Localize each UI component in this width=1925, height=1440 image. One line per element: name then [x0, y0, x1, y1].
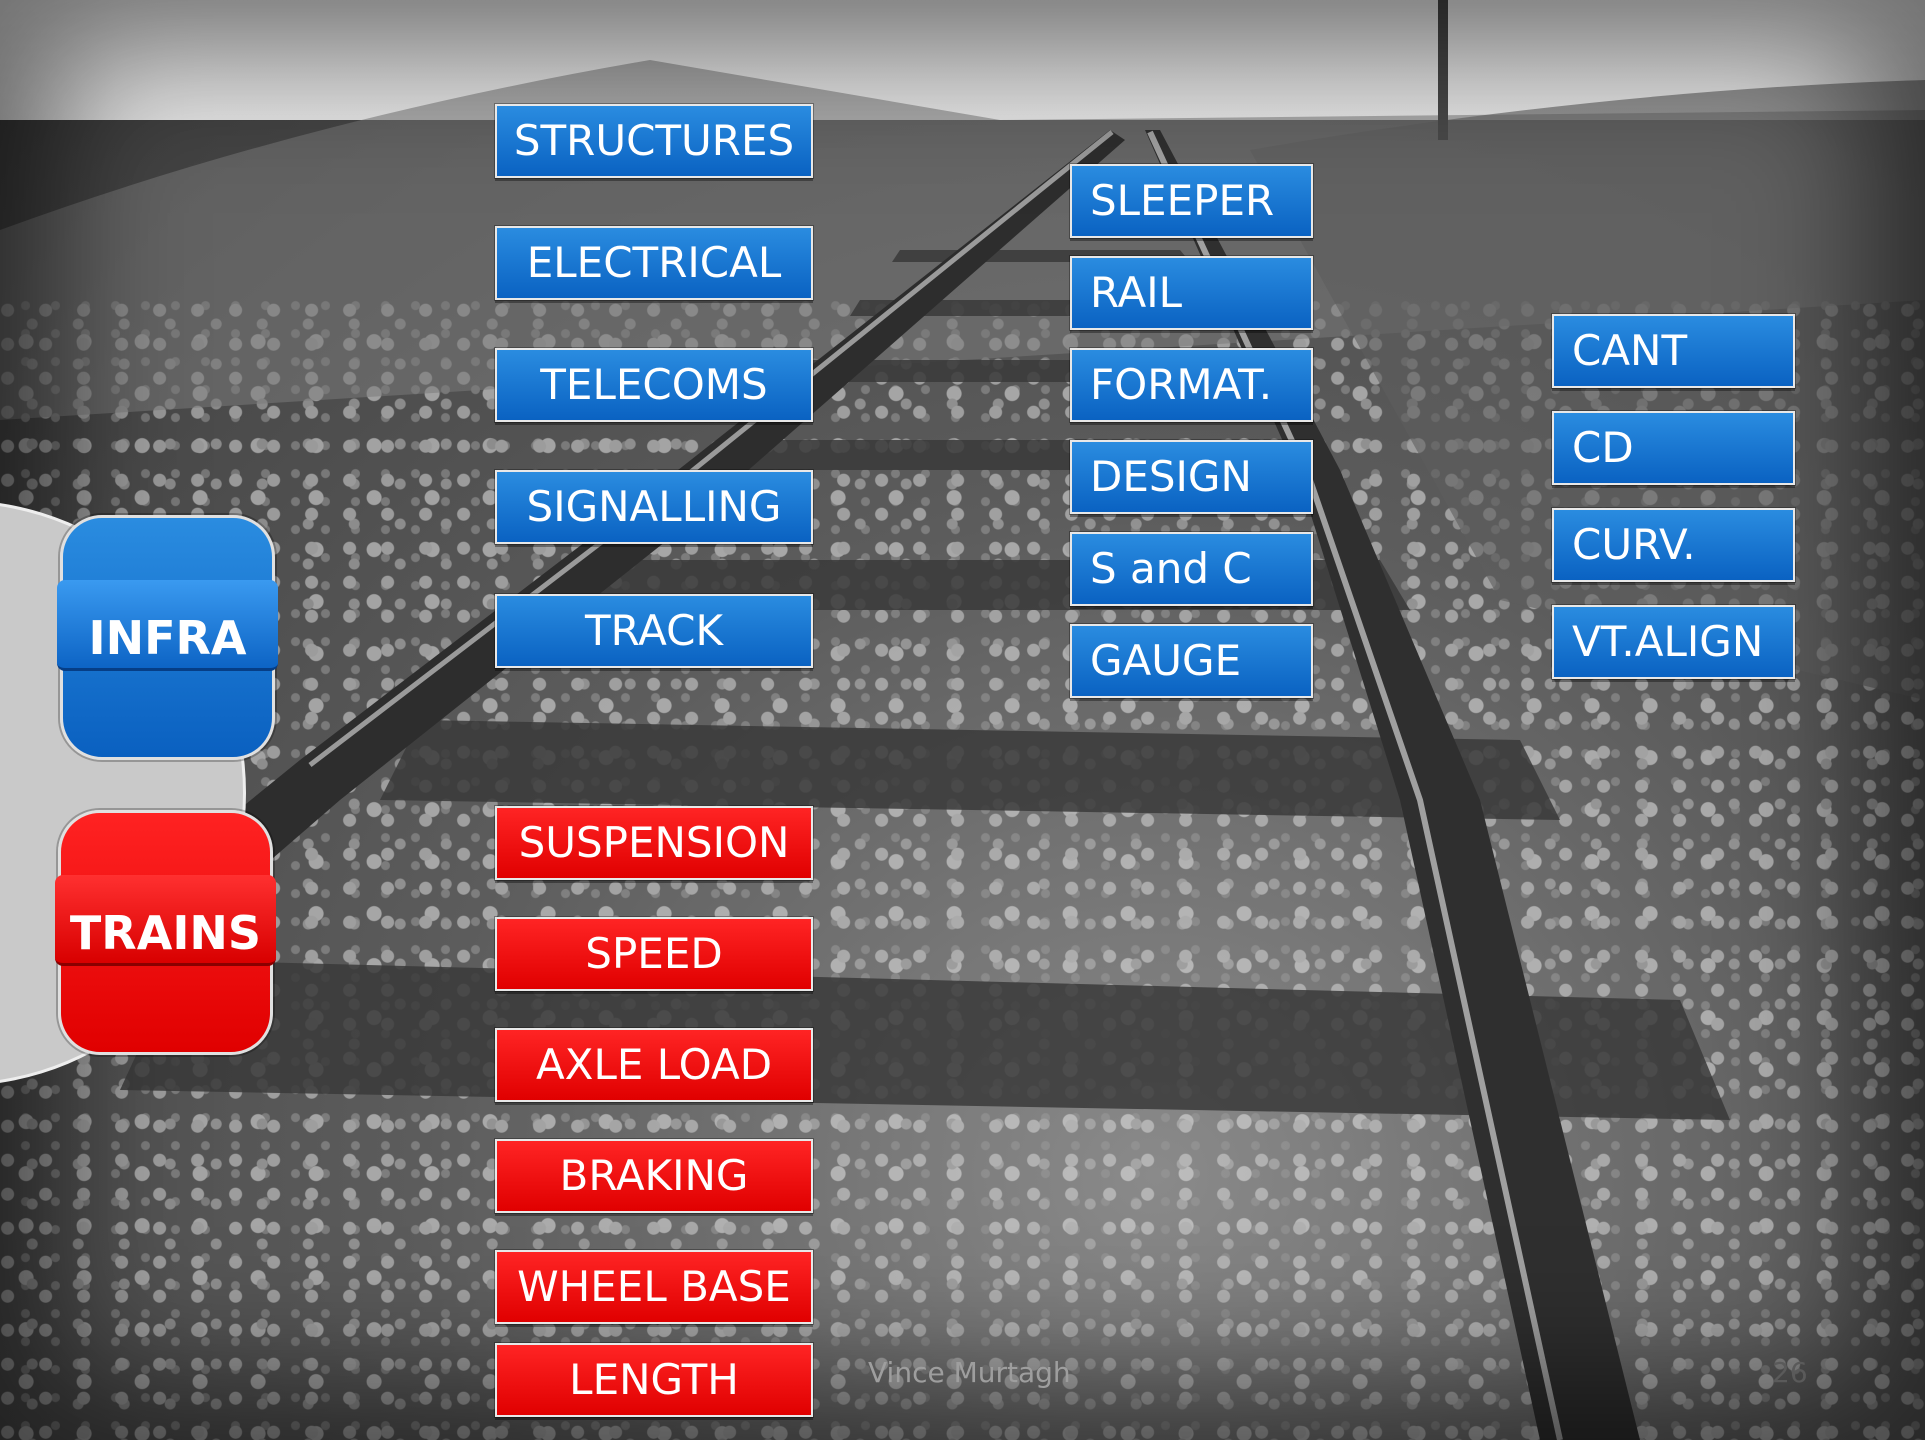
wheel-base-button[interactable]: WHEEL BASE — [495, 1250, 813, 1324]
trains-button-band — [55, 875, 276, 966]
trains-label: TRAINS — [69, 905, 262, 960]
infra-label: INFRA — [88, 610, 247, 665]
suspension-button[interactable]: SUSPENSION — [495, 806, 813, 880]
track-button[interactable]: TRACK — [495, 594, 813, 668]
structures-button[interactable]: STRUCTURES — [495, 104, 813, 178]
s-and-c-button[interactable]: S and C — [1070, 532, 1313, 606]
axle-load-button[interactable]: AXLE LOAD — [495, 1028, 813, 1102]
trains-button[interactable]: TRAINS — [55, 810, 276, 1055]
design-button[interactable]: DESIGN — [1070, 440, 1313, 514]
speed-button[interactable]: SPEED — [495, 917, 813, 991]
sleeper-button[interactable]: SLEEPER — [1070, 164, 1313, 238]
curvature-button[interactable]: CURV. — [1552, 508, 1795, 582]
length-button[interactable]: LENGTH — [495, 1343, 813, 1417]
electrical-button[interactable]: ELECTRICAL — [495, 226, 813, 300]
signalling-button[interactable]: SIGNALLING — [495, 470, 813, 544]
infra-button[interactable]: INFRA — [57, 515, 278, 760]
slide-number: 26 — [1772, 1356, 1808, 1389]
rail-button[interactable]: RAIL — [1070, 256, 1313, 330]
braking-button[interactable]: BRAKING — [495, 1139, 813, 1213]
infra-button-band — [57, 580, 278, 671]
cant-button[interactable]: CANT — [1552, 314, 1795, 388]
formation-button[interactable]: FORMAT. — [1070, 348, 1313, 422]
cd-button[interactable]: CD — [1552, 411, 1795, 485]
gauge-button[interactable]: GAUGE — [1070, 624, 1313, 698]
footer-author: Vince Murtagh — [868, 1356, 1071, 1389]
telecoms-button[interactable]: TELECOMS — [495, 348, 813, 422]
vertical-alignment-button[interactable]: VT.ALIGN — [1552, 605, 1795, 679]
